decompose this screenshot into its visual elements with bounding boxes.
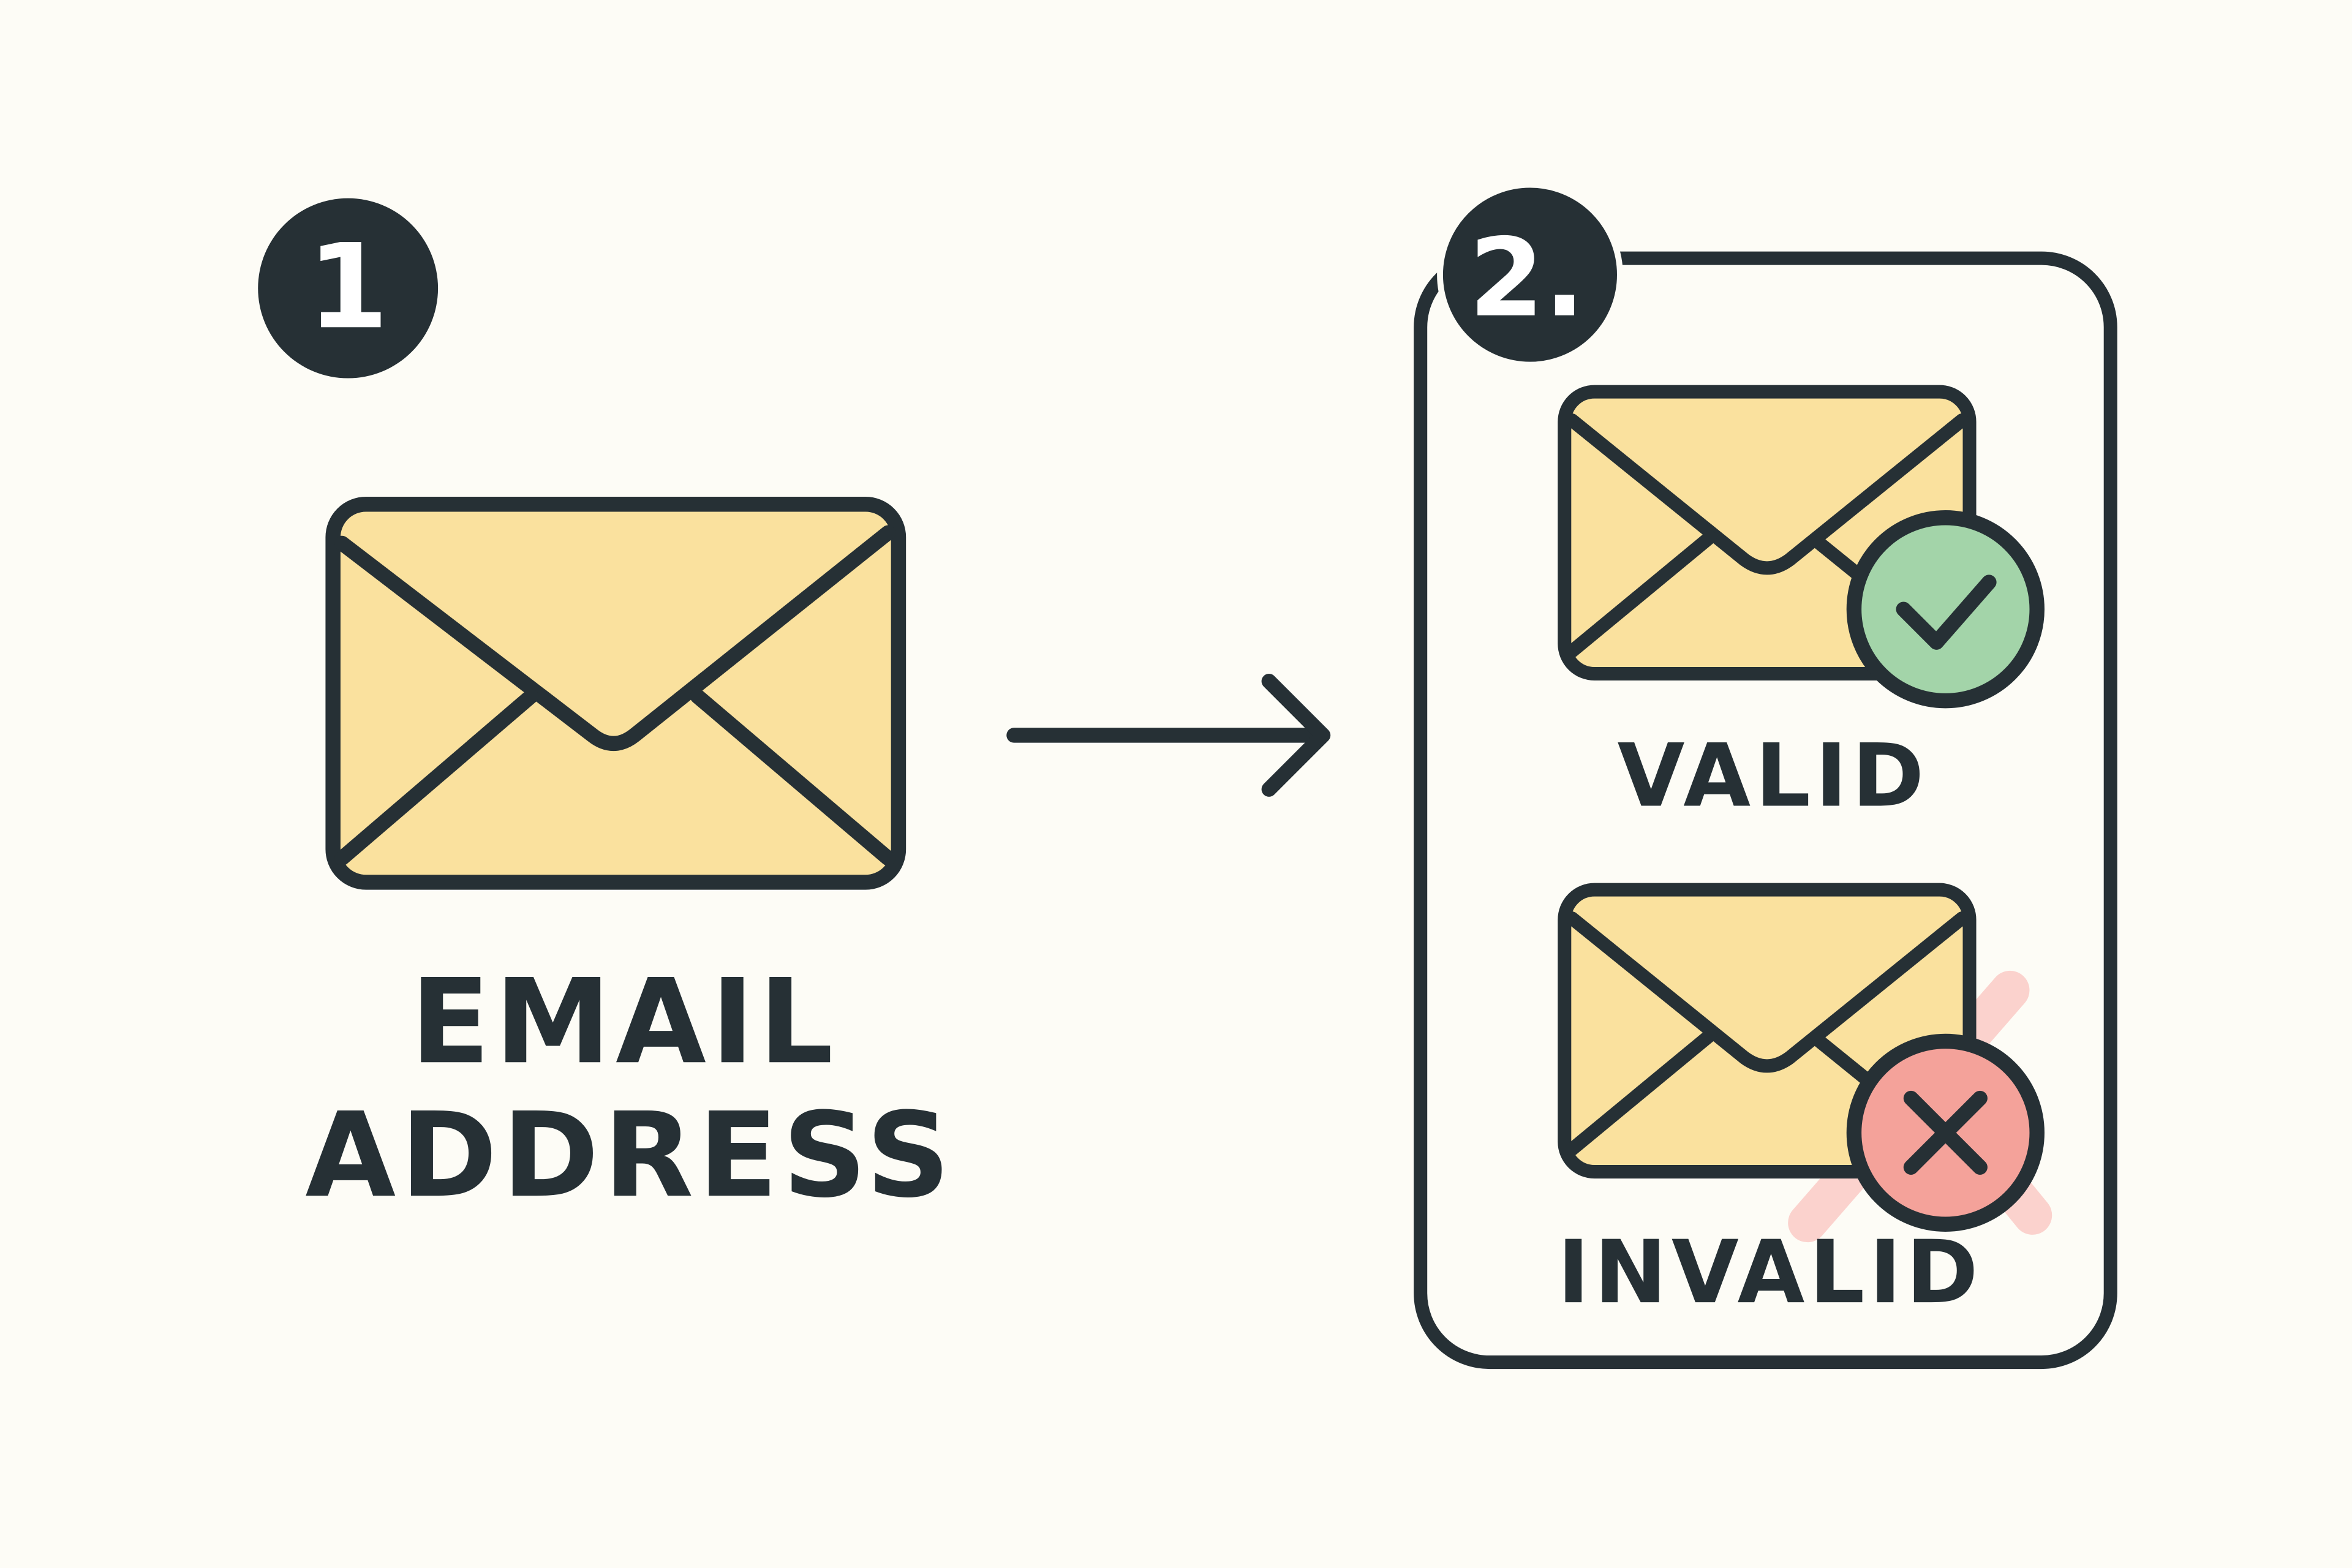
cross-icon <box>1846 1033 2045 1232</box>
email-label-line2: ADDRESS <box>305 1088 955 1224</box>
envelope-icon <box>325 497 907 890</box>
results-panel <box>1414 251 2117 1370</box>
step-2: 2. VALID INVALID <box>1414 181 2117 1370</box>
valid-label: VALID <box>1618 726 1929 827</box>
step-2-number: 2. <box>1469 215 1585 341</box>
step-2-badge: 2. <box>1437 181 1623 368</box>
invalid-label: INVALID <box>1557 1222 1983 1323</box>
step-1-number: 1 <box>307 219 389 355</box>
arrow-right-icon <box>1006 674 1331 797</box>
email-label-line1: EMAIL <box>410 954 838 1090</box>
step-1: 1 EMAIL ADDRESS <box>258 198 955 1224</box>
check-icon <box>1846 510 2045 709</box>
step-1-badge: 1 <box>258 198 439 379</box>
